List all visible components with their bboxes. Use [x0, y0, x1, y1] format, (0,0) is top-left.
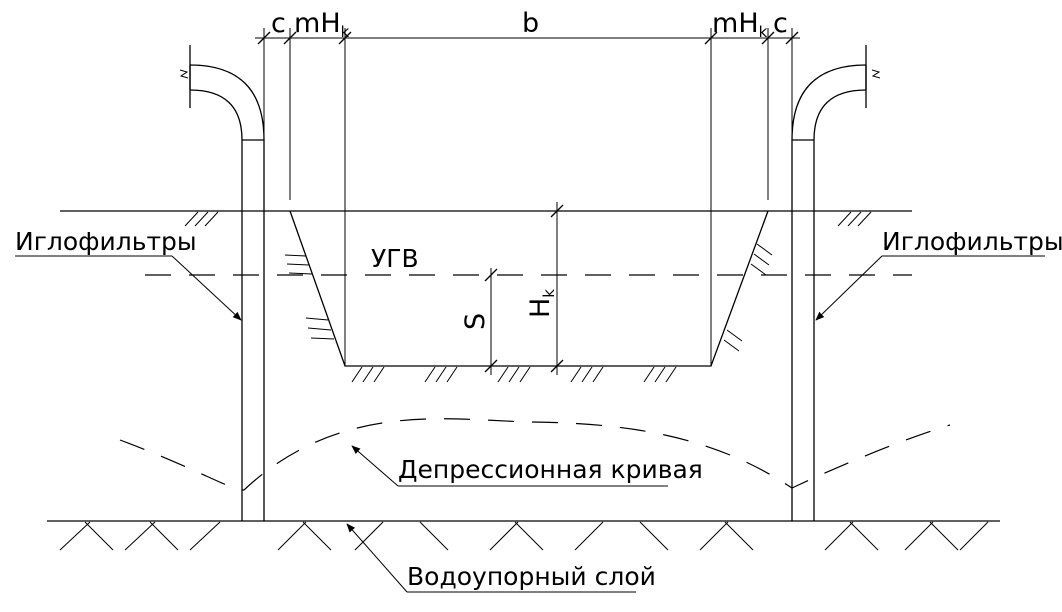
dim-label-mhk-left: mHk	[294, 8, 350, 41]
leader-arrow-wellpoints-left	[171, 255, 242, 321]
label-groundwater-level: УГВ	[371, 244, 419, 273]
ground-surface-hatching	[184, 211, 872, 227]
dim-label-c-left: c	[271, 8, 286, 39]
leader-arrow-depression-curve	[351, 445, 399, 487]
left-slope-hatching	[284, 254, 335, 340]
left-wellpoint-pipe	[179, 45, 265, 521]
dim-label-c-right: c	[773, 8, 788, 39]
label-wellpoints-left: Иглофильтры	[15, 227, 197, 256]
aquiclude-hatching	[59, 521, 989, 551]
top-dimension-chain	[255, 28, 800, 366]
right-wellpoint-pipe	[791, 45, 881, 521]
label-aquiclude: Водоупорный слой	[407, 562, 656, 591]
pit-depth-dimension	[550, 202, 564, 375]
drawdown-dimension	[484, 268, 498, 375]
leader-arrow-aquiclude	[346, 523, 408, 593]
right-slope-hatching	[723, 243, 773, 352]
dim-label-hk: Hk	[525, 289, 558, 318]
label-wellpoints-right: Иглофильтры	[882, 227, 1062, 256]
dim-label-b: b	[522, 8, 539, 39]
dim-label-mhk-right: mHk	[712, 8, 768, 41]
dim-label-s: S	[460, 313, 491, 330]
excavation-pit-outline	[289, 210, 769, 367]
label-depression-curve: Депрессионная кривая	[398, 455, 703, 484]
pit-bottom-hatching	[351, 366, 677, 383]
depression-curve	[119, 418, 951, 491]
leader-arrow-wellpoints-right	[815, 255, 883, 321]
